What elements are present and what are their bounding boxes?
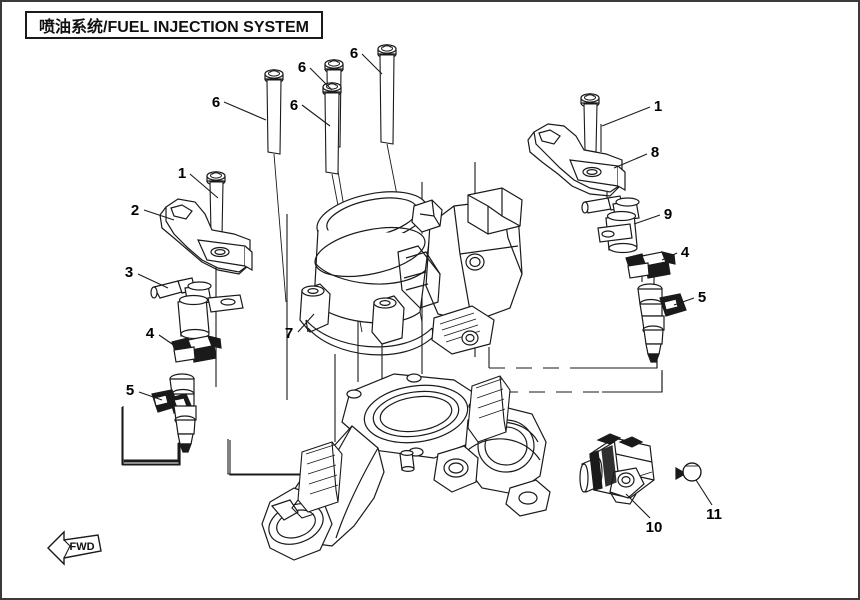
injector-port-left [291,441,343,519]
fuel-injector-left [151,373,197,453]
leader-6-c [309,67,333,91]
fuel-rail-connector-left [150,277,244,340]
callout-5-right: 5 [698,289,706,306]
ignition-coil-module [579,433,655,505]
leader-9 [633,214,661,225]
callout-4-left: 4 [146,325,155,342]
leader-11 [695,479,713,506]
injector-bracket-left [159,198,253,275]
leader-4-left [158,334,179,349]
diagram-title-box: 喷油系统/FUEL INJECTION SYSTEM [25,11,323,39]
leader-10 [625,493,651,519]
coil-mounting-screw [675,462,702,482]
fwd-label: FWD [69,541,94,553]
callout-8: 8 [651,144,659,161]
leader-4-right [661,252,678,261]
leader-1-left [189,173,219,199]
callout-4-right: 4 [681,244,690,261]
callout-1-left: 1 [178,165,186,182]
injector-bracket-right [527,123,626,197]
fwd-orientation-marker: FWD [47,530,102,566]
callout-11: 11 [706,506,722,523]
callout-6-b: 6 [290,97,298,114]
leader-1-right [601,106,651,127]
callout-6-d: 6 [350,45,358,62]
bolt-6-d [377,44,423,323]
leader-3 [137,273,169,289]
leader-2 [143,209,175,221]
callout-1-right: 1 [654,98,662,115]
fuel-injector-right [637,283,687,363]
fuel-rail-connector-right [581,195,640,254]
leader-7 [297,313,315,333]
leader-8 [613,153,648,169]
callout-7: 7 [285,325,293,342]
leader-5-right [673,297,695,306]
callout-6-c: 6 [298,59,306,76]
callout-leaders [137,53,713,519]
page-title: 喷油系统/FUEL INJECTION SYSTEM [39,19,309,36]
injector-retaining-clip-right [625,251,676,279]
bolt-6-a [264,69,287,303]
leader-5-left [138,391,163,401]
callout-6-a: 6 [212,94,220,111]
injector-port-right [467,375,511,443]
leader-6-d [361,53,383,75]
callout-10: 10 [646,519,663,536]
guide-right-assembly-dashed [489,367,602,393]
guide-left-injector [122,442,180,461]
callout-5-left: 5 [126,382,134,399]
callout-numbers: 1 2 3 4 5 6 6 6 6 7 1 8 9 4 5 10 11 [125,45,722,536]
guide-left-lower-elbow [121,407,315,476]
injector-retaining-clip-left [171,335,222,363]
leader-6-b [301,104,331,127]
leader-6-a [223,101,267,121]
throttle-body-assembly [299,187,523,356]
manifold-injector-ports [291,375,511,519]
callout-9: 9 [664,206,672,223]
callout-3: 3 [125,264,133,281]
callout-2: 2 [131,202,139,219]
throttle-body-bolts [264,44,423,333]
